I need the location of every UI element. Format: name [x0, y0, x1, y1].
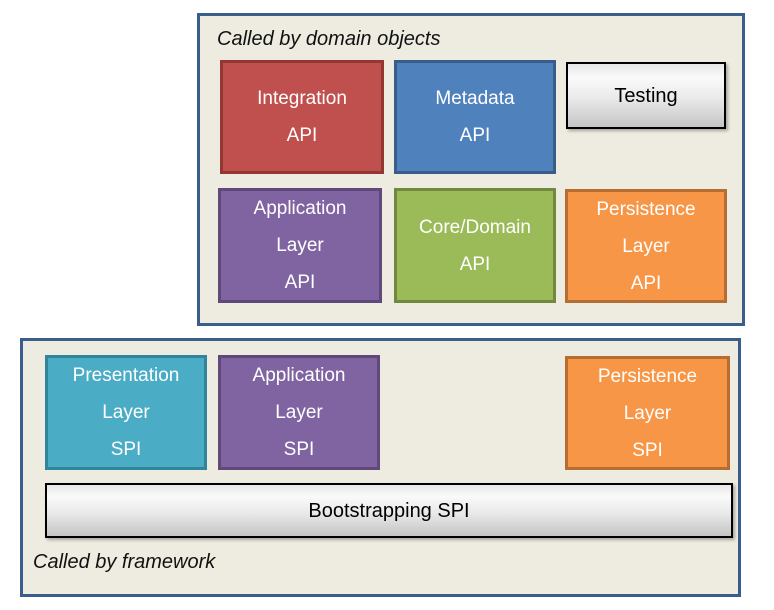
box-integration-api: Integration API: [220, 60, 384, 174]
box-application-layer-spi: Application Layer SPI: [218, 355, 380, 470]
box-label-presentation-layer-spi: Presentation Layer SPI: [72, 365, 180, 460]
panel-title-called-by-domain-objects: Called by domain objects: [217, 28, 441, 50]
box-label-application-layer-api: Application Layer API: [253, 198, 347, 293]
box-label-application-layer-spi: Application Layer SPI: [252, 365, 346, 460]
box-label-metadata-api: Metadata API: [435, 88, 515, 146]
box-label-bootstrapping-spi: Bootstrapping SPI: [308, 499, 470, 522]
box-label-core-domain-api: Core/Domain API: [419, 216, 531, 275]
box-application-layer-api: Application Layer API: [218, 188, 382, 303]
box-persistence-layer-spi: Persistence Layer SPI: [565, 356, 730, 470]
box-label-integration-api: Integration API: [257, 88, 347, 146]
panel-called-by-framework: Presentation Layer SPI Application Layer…: [20, 338, 741, 597]
box-testing: Testing: [566, 62, 726, 129]
box-label-persistence-layer-spi: Persistence Layer SPI: [597, 365, 698, 461]
panel-title-called-by-framework: Called by framework: [33, 551, 216, 573]
box-persistence-layer-api: Persistence Layer API: [565, 189, 727, 303]
panel-called-by-domain-objects: Called by domain objects Integration API…: [197, 13, 745, 326]
box-bootstrapping-spi: Bootstrapping SPI: [45, 483, 733, 538]
box-core-domain-api: Core/Domain API: [394, 188, 556, 303]
box-label-persistence-layer-api: Persistence Layer API: [596, 198, 696, 294]
box-presentation-layer-spi: Presentation Layer SPI: [45, 355, 207, 470]
box-metadata-api: Metadata API: [394, 60, 556, 174]
box-label-testing: Testing: [614, 84, 678, 107]
